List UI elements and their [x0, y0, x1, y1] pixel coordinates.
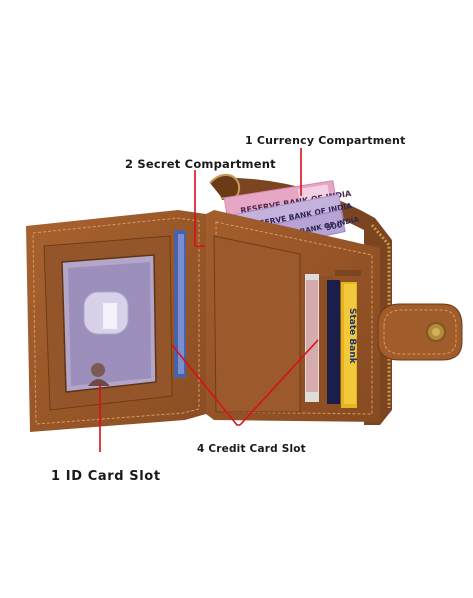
- left-panel: [26, 210, 206, 432]
- note-3-denomination: 500: [325, 220, 344, 232]
- label-credit-card-slot: 4 Credit Card Slot: [197, 443, 306, 455]
- label-id-card-slot: 1 ID Card Slot: [51, 469, 161, 484]
- pointer-lines: [99, 148, 319, 452]
- right-panel: State Bank: [206, 210, 463, 422]
- pointer-credit-left: [171, 344, 240, 426]
- pointer-secret: [194, 170, 205, 247]
- pointer-credit-right: [239, 339, 319, 426]
- label-secret-compartment: 2 Secret Compartment: [125, 157, 276, 171]
- card-bank-name: State Bank: [347, 308, 357, 365]
- label-currency-compartment: 1 Currency Compartment: [245, 134, 406, 147]
